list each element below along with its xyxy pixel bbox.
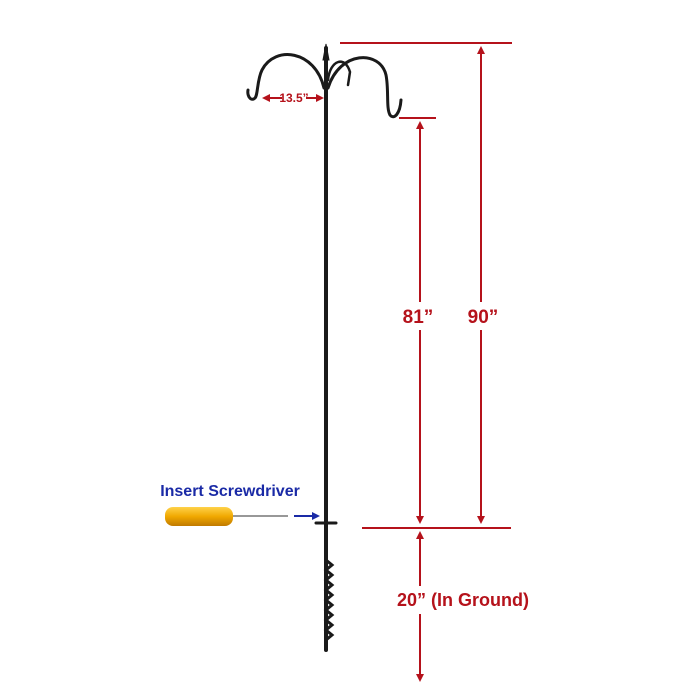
hook-spacing-label: 13.5”	[279, 91, 308, 105]
total-height-label: 90”	[468, 307, 499, 328]
hook-height-label: 81”	[403, 307, 434, 328]
ground-depth-label: 20” (In Ground)	[397, 590, 529, 610]
screwdriver	[165, 507, 320, 526]
dimension-lines	[262, 42, 512, 682]
insert-screwdriver-label: Insert Screwdriver	[160, 483, 300, 500]
pole	[246, 43, 403, 652]
